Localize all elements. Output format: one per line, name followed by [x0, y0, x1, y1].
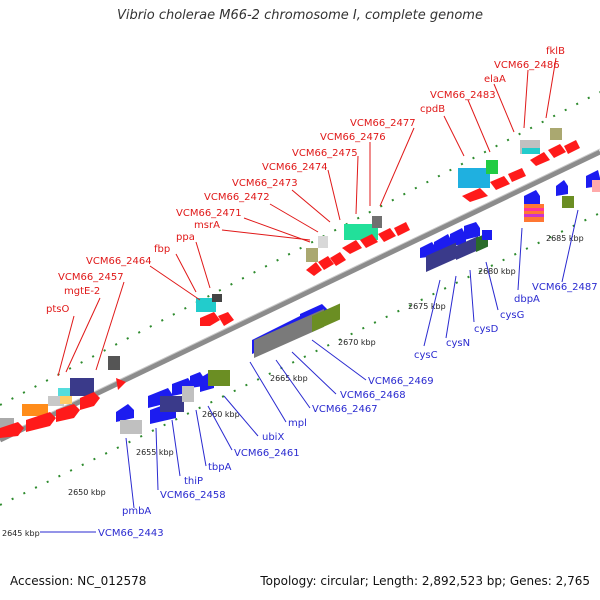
- gene-cluster-cys[interactable]: [420, 222, 492, 272]
- gene-label[interactable]: VCM66_2472: [204, 192, 270, 203]
- gene-label[interactable]: elaA: [484, 74, 506, 85]
- gene-label[interactable]: ptsO: [46, 304, 69, 315]
- gene-label[interactable]: VCM66_2464: [86, 256, 152, 267]
- gene-label[interactable]: mgtE-2: [64, 286, 100, 297]
- gene-label[interactable]: VCM66_2487: [532, 282, 598, 293]
- kbp-tick: 2660 kbp: [202, 410, 240, 419]
- genome-summary-text: Topology: circular; Length: 2,892,523 bp…: [260, 574, 590, 588]
- map-title: Vibrio cholerae M66-2 chromosome I, comp…: [117, 8, 483, 23]
- gene-cluster-fbp[interactable]: [196, 294, 234, 326]
- gene-cluster-msrA[interactable]: [306, 216, 410, 276]
- gene-label[interactable]: mpl: [288, 418, 307, 429]
- gene-label[interactable]: cysC: [414, 350, 438, 361]
- gene-label[interactable]: tbpA: [208, 462, 232, 473]
- backbone: [0, 148, 600, 443]
- gene-label[interactable]: VCM66_2474: [262, 162, 328, 173]
- gene-label[interactable]: VCM66_2458: [160, 490, 226, 501]
- gene-label[interactable]: cpdB: [420, 104, 445, 115]
- reverse-leaders: [40, 209, 579, 533]
- kbp-tick: 2680 kbp: [478, 267, 516, 276]
- forward-genes: [0, 128, 580, 438]
- gene-label[interactable]: VCM66_2443: [98, 528, 164, 539]
- forward-labels: ptsO mgtE-2 VCM66_2457 VCM66_2464 fbp pp…: [46, 46, 565, 315]
- gene-label[interactable]: VCM66_2461: [234, 448, 300, 459]
- kbp-tick: 2645 kbp: [2, 529, 40, 538]
- gene-label[interactable]: fklB: [546, 46, 565, 57]
- gene-label[interactable]: VCM66_2473: [232, 178, 298, 189]
- forward-tick-track: [0, 91, 600, 406]
- gene-cluster-pmbA[interactable]: [116, 370, 230, 434]
- gene-label[interactable]: VCM66_2475: [292, 148, 358, 159]
- gene-label[interactable]: VCM66_2469: [368, 376, 434, 387]
- gene-label[interactable]: dbpA: [514, 294, 540, 305]
- kbp-tick: 2670 kbp: [338, 338, 376, 347]
- gene-label[interactable]: cysG: [500, 310, 524, 321]
- kbp-tick: 2685 kbp: [546, 234, 584, 243]
- gene-label[interactable]: VCM66_2486: [494, 60, 560, 71]
- gene-label[interactable]: cysN: [446, 338, 470, 349]
- gene-label[interactable]: fbp: [154, 244, 170, 255]
- gene-cluster-cpdB[interactable]: [458, 128, 580, 202]
- gene-label[interactable]: VCM66_2477: [350, 118, 416, 129]
- gene-label[interactable]: msrA: [194, 220, 220, 231]
- gene-label[interactable]: VCM66_2471: [176, 208, 242, 219]
- gene-label[interactable]: VCM66_2467: [312, 404, 378, 415]
- kbp-tick: 2675 kbp: [408, 302, 446, 311]
- gene-label[interactable]: VCM66_2468: [340, 390, 406, 401]
- gene-cluster-left[interactable]: [0, 356, 126, 438]
- gene-label[interactable]: cysD: [474, 324, 499, 335]
- gene-label[interactable]: pmbA: [122, 506, 151, 517]
- gene-cluster-dbpA[interactable]: [524, 170, 600, 222]
- accession-text: Accession: NC_012578: [10, 574, 147, 588]
- gene-label[interactable]: ubiX: [262, 432, 284, 443]
- gene-label[interactable]: VCM66_2457: [58, 272, 124, 283]
- gene-label[interactable]: thiP: [184, 476, 203, 487]
- kbp-tick: 2655 kbp: [136, 448, 174, 457]
- gene-label[interactable]: VCM66_2476: [320, 132, 386, 143]
- gene-cluster-mpl[interactable]: [252, 303, 340, 358]
- gene-label[interactable]: VCM66_2483: [430, 90, 496, 101]
- gene-label[interactable]: ppa: [176, 232, 195, 243]
- forward-leaders: [57, 57, 557, 377]
- reverse-genes: [116, 170, 600, 434]
- kbp-tick: 2650 kbp: [68, 488, 106, 497]
- reverse-labels: VCM66_2443 pmbA VCM66_2458 thiP tbpA VCM…: [98, 282, 598, 539]
